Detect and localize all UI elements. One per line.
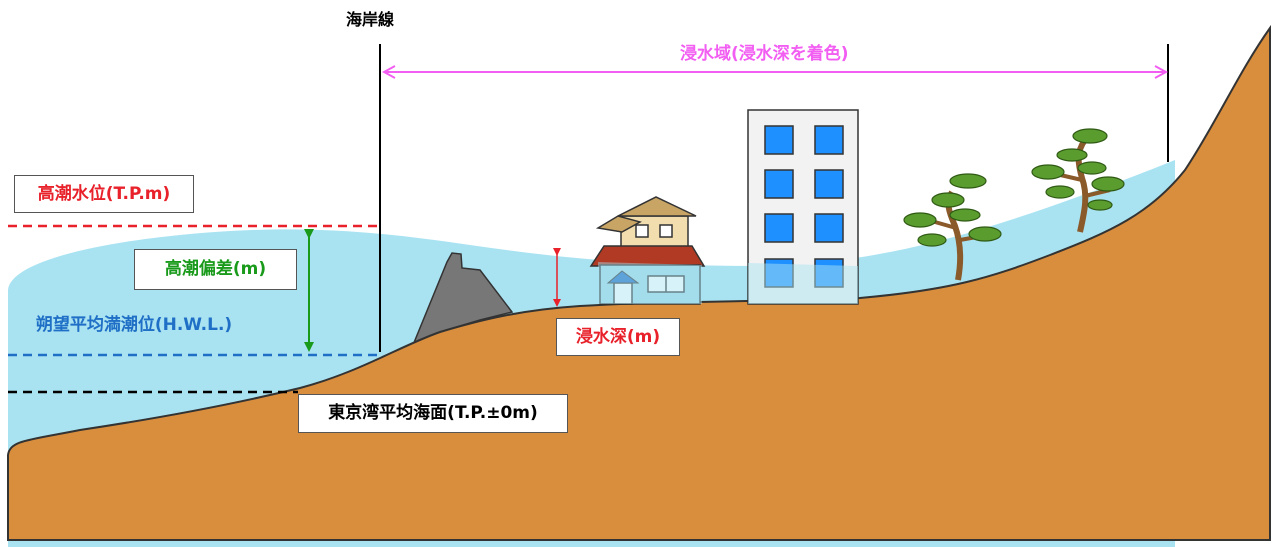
building-window xyxy=(764,125,794,155)
building-window xyxy=(764,169,794,199)
pine-tree xyxy=(903,173,1002,281)
house xyxy=(589,196,706,305)
storm-surge-deviation-label: 高潮偏差(m) xyxy=(134,249,297,290)
mean-sea-level-label: 東京湾平均海面(T.P.±0m) xyxy=(298,394,568,433)
building-window xyxy=(814,169,844,199)
flood-depth-label: 浸水深(m) xyxy=(556,318,680,356)
building-window xyxy=(764,213,794,243)
coastline-label: 海岸線 xyxy=(346,10,395,29)
flood-area-label: 浸水域(浸水深を着色) xyxy=(680,44,849,64)
high-tide-level-label: 高潮水位(T.P.m) xyxy=(14,175,194,213)
pine-tree xyxy=(1031,128,1125,233)
hwl-label: 朔望平均満潮位(H.W.L.) xyxy=(8,306,260,344)
building-window xyxy=(814,213,844,243)
building-window xyxy=(814,125,844,155)
